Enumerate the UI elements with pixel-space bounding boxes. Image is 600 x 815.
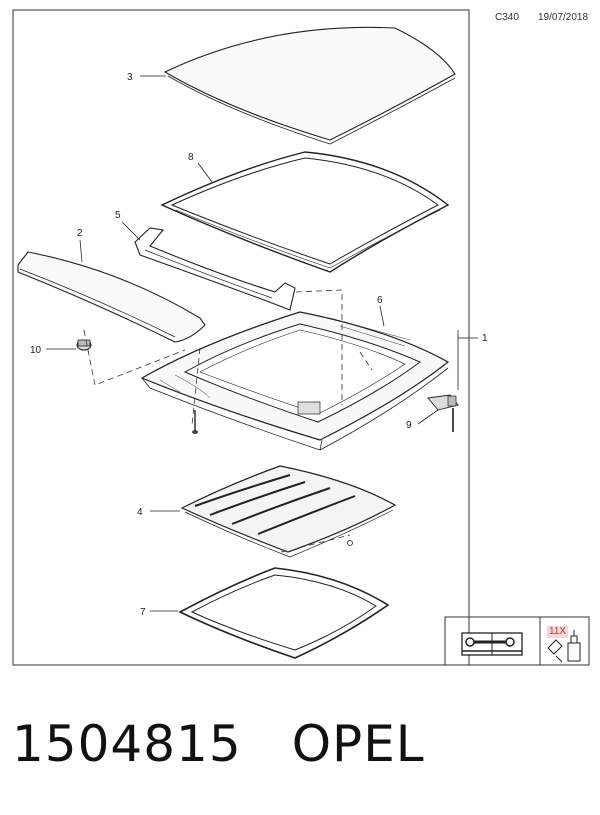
callout-3: 3 [127, 72, 133, 83]
part-4-sunshade [180, 465, 397, 558]
quantity-badge: 11X [547, 626, 569, 638]
part-8-panel-seal [160, 151, 450, 273]
callout-4: 4 [137, 507, 143, 518]
callout-7: 7 [140, 607, 146, 618]
callout-5: 5 [115, 210, 121, 221]
oil-bottle-icon [547, 630, 581, 663]
screw [192, 410, 198, 434]
diagram-date: 19/07/2018 [538, 12, 589, 23]
part-7-weatherstrip [178, 567, 390, 659]
part-10-clip [76, 339, 92, 351]
callout-6: 6 [377, 295, 383, 306]
callout-8: 8 [188, 152, 194, 163]
legend-box [444, 616, 590, 666]
part-5-wind-deflector [134, 227, 296, 311]
diagram-frame [12, 9, 470, 666]
part-number: 1504815 [12, 715, 242, 773]
exploded-parts-diagram: 3 8 5 2 6 1 10 9 4 7 [12, 9, 590, 666]
part-9-drive-motor [427, 394, 459, 432]
callout-9: 9 [406, 420, 412, 431]
part-footer: 1504815 OPEL [12, 715, 425, 773]
callout-1: 1 [482, 333, 488, 344]
brand-name: OPEL [291, 715, 425, 773]
assembly-guide-lines [83, 289, 373, 553]
callout-2: 2 [77, 228, 83, 239]
book-wrench-icon [461, 632, 523, 656]
callout-10: 10 [30, 345, 42, 356]
part-6-frame-assembly [140, 311, 450, 451]
part-3-glass-panel [163, 26, 456, 145]
assembly-bracket-1 [457, 330, 478, 390]
diagram-code: C340 [495, 12, 519, 23]
part-2-trim-panel [17, 251, 206, 343]
